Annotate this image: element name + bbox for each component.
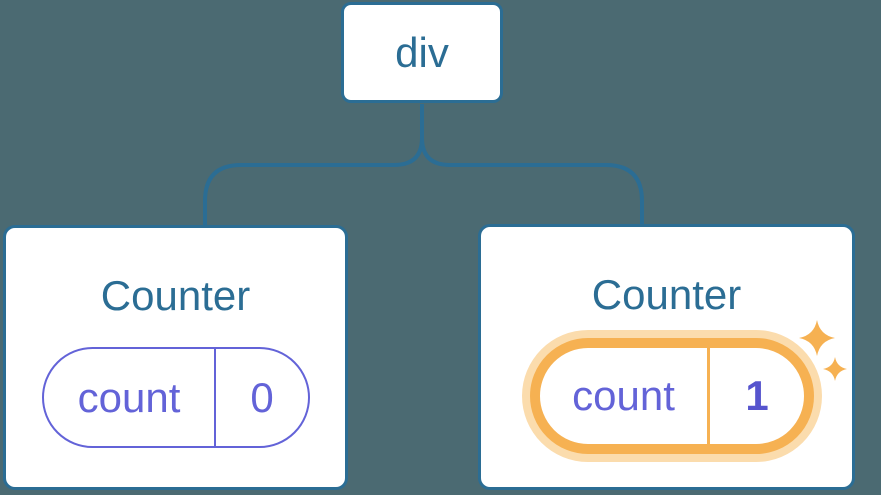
counter-card-right: Counter count 1 bbox=[478, 224, 855, 490]
root-node-label: div bbox=[395, 28, 449, 76]
state-label: count bbox=[44, 349, 217, 446]
state-value: 0 bbox=[250, 373, 274, 421]
state-pill: count 1 bbox=[530, 338, 814, 454]
component-title: Counter bbox=[100, 272, 251, 319]
sparkle-large bbox=[799, 320, 835, 356]
connector-branch-left bbox=[203, 137, 424, 226]
state-value: 1 bbox=[745, 372, 769, 419]
state-label: count bbox=[540, 348, 711, 444]
connector-branch-right bbox=[420, 137, 644, 226]
sparkle-small bbox=[823, 357, 847, 381]
root-node-div: div bbox=[341, 2, 503, 103]
state-pill-highlight: count 1 bbox=[522, 330, 822, 462]
counter-card-left: Counter count 0 bbox=[3, 225, 348, 490]
state-pill: count 0 bbox=[42, 347, 310, 448]
component-title: Counter bbox=[591, 271, 742, 318]
sparkles-icon bbox=[799, 320, 847, 381]
